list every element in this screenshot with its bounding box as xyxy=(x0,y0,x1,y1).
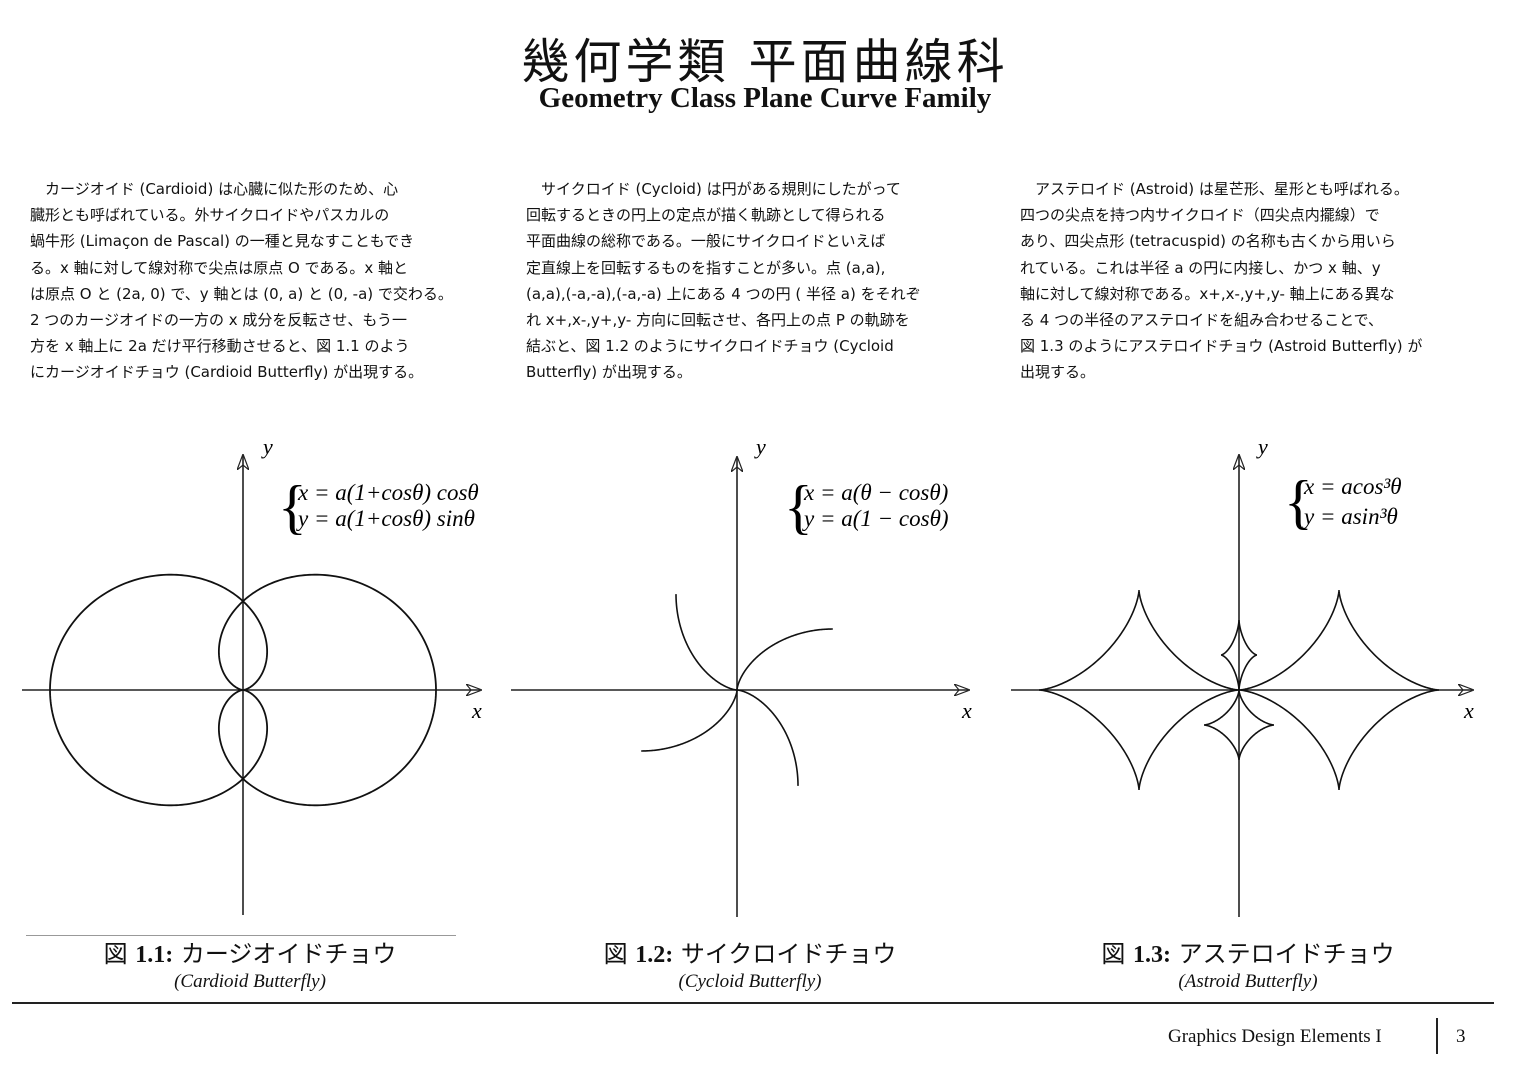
cycloid-curves xyxy=(641,594,833,786)
cycloid-plot: x y { x = a(θ − cosθ) y = a(1 − cosθ) xyxy=(511,434,972,917)
footer-separator xyxy=(1436,1018,1438,1054)
caption-jp: アステロイドチョウ xyxy=(1178,940,1395,968)
equation-x: x = acos³θ xyxy=(1303,474,1402,499)
caption-jp: カージオイドチョウ xyxy=(180,940,397,968)
astroid-curves xyxy=(1039,590,1439,790)
y-axis-label: y xyxy=(1256,434,1268,459)
caption-en: (Cycloid Butterfly) xyxy=(678,971,822,992)
caption-jp: サイクロイドチョウ xyxy=(680,940,897,968)
caption-en: (Cardioid Butterfly) xyxy=(174,971,326,992)
astroid-paragraph: アステロイド (Astroid) は星芒形、星形とも呼ばれる。 四つの尖点を持つ… xyxy=(1020,180,1423,382)
caption-prefix: 図 xyxy=(103,940,128,968)
cardioid-right-curve xyxy=(217,573,437,807)
caption-number: 1.1: xyxy=(135,942,174,968)
equation-y: y = asin³θ xyxy=(1302,504,1398,529)
footer-book-title: Graphics Design Elements I xyxy=(1168,1026,1382,1047)
astroid-plot: x y { x = acos³θ y = asin³θ xyxy=(1011,434,1474,917)
equation-y: y = a(1+cosθ) sinθ xyxy=(296,506,475,531)
page-title: 幾何学類 平面曲線科 xyxy=(521,34,1009,90)
cycloid-paragraph: サイクロイド (Cycloid) は円がある規則にしたがって 回転するときの円上… xyxy=(526,180,921,382)
y-axis-label: y xyxy=(261,434,273,459)
page-number: 3 xyxy=(1456,1026,1466,1047)
equation-x: x = a(1+cosθ) cosθ xyxy=(297,480,479,505)
figure-1-2-caption: 図 1.2: サイクロイドチョウ (Cycloid Butterfly) xyxy=(540,934,960,993)
caption-number: 1.3: xyxy=(1133,942,1171,968)
x-axis-label: x xyxy=(961,698,972,723)
cardioid-plot: x y { x = a(1+cosθ) cosθ y = a(1+cosθ) s… xyxy=(22,434,482,915)
cycloid-figure: x y { x = a(θ − cosθ) y = a(1 − cosθ) xyxy=(506,430,996,930)
equation-brace: { xyxy=(784,474,813,540)
caption-en: (Astroid Butterfly) xyxy=(1178,971,1318,992)
equation-y: y = a(1 − cosθ) xyxy=(802,506,949,531)
equation-x: x = a(θ − cosθ) xyxy=(803,480,948,505)
astroid-figure: x y { x = acos³θ y = asin³θ xyxy=(1006,430,1506,930)
equation-brace: { xyxy=(278,474,307,540)
y-axis-label: y xyxy=(754,434,766,459)
caption-top-rule xyxy=(26,935,456,936)
figure-1-3-caption: 図 1.3: アステロイドチョウ (Astroid Butterfly) xyxy=(1038,934,1458,993)
caption-prefix: 図 xyxy=(603,940,628,968)
caption-number: 1.2: xyxy=(635,942,674,968)
figure-1-1-caption: 図 1.1: カージオイドチョウ (Cardioid Butterfly) xyxy=(40,934,460,993)
equation-brace: { xyxy=(1284,469,1313,535)
caption-prefix: 図 xyxy=(1101,940,1126,968)
page-subtitle: Geometry Class Plane Curve Family xyxy=(538,82,992,114)
x-axis-label: x xyxy=(1463,698,1474,723)
cardioid-paragraph: カージオイド (Cardioid) は心臓に似た形のため、心 臓形とも呼ばれてい… xyxy=(30,180,453,382)
cardioid-figure: x y { x = a(1+cosθ) cosθ y = a(1+cosθ) s… xyxy=(10,430,500,930)
footer-rule xyxy=(12,1002,1494,1004)
x-axis-label: x xyxy=(471,698,482,723)
